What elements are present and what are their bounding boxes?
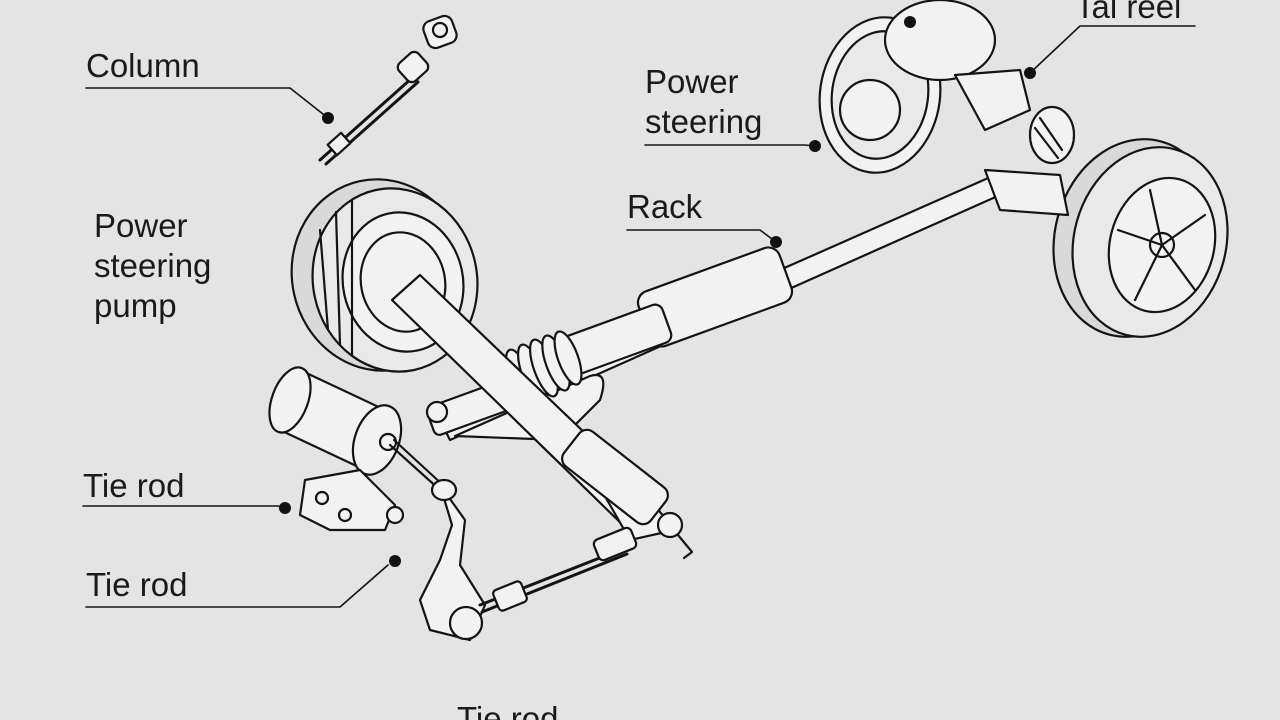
strut-arm [390,273,694,560]
label-column: Column [86,47,200,84]
label-power-steering-top: Power steering [645,62,815,142]
label-power-steering-pump-line2: steering [94,247,212,284]
label-tal-reel: Tal reel [1075,0,1182,25]
power-steering-pump [268,366,446,492]
callout-dots [279,16,1036,567]
lower-linkage [418,478,638,642]
label-tie-rod-3: Tie rod [457,700,559,720]
label-power-steering-pump-line3: pump [94,287,177,324]
steering-wheel [818,0,1076,174]
label-power-steering-pump-line1: Power [94,207,188,244]
knuckle-bracket [298,468,405,532]
label-power-steering-top-line1: Power [645,63,739,100]
steering-column [318,14,458,166]
label-tie-rod-2: Tie rod [86,566,188,603]
label-power-steering-pump: Power steering pump [94,206,264,326]
label-rack: Rack [627,188,703,225]
label-power-steering-top-line2: steering [645,103,763,140]
right-wheel [1052,138,1229,338]
label-tie-rod-1: Tie rod [83,467,185,504]
